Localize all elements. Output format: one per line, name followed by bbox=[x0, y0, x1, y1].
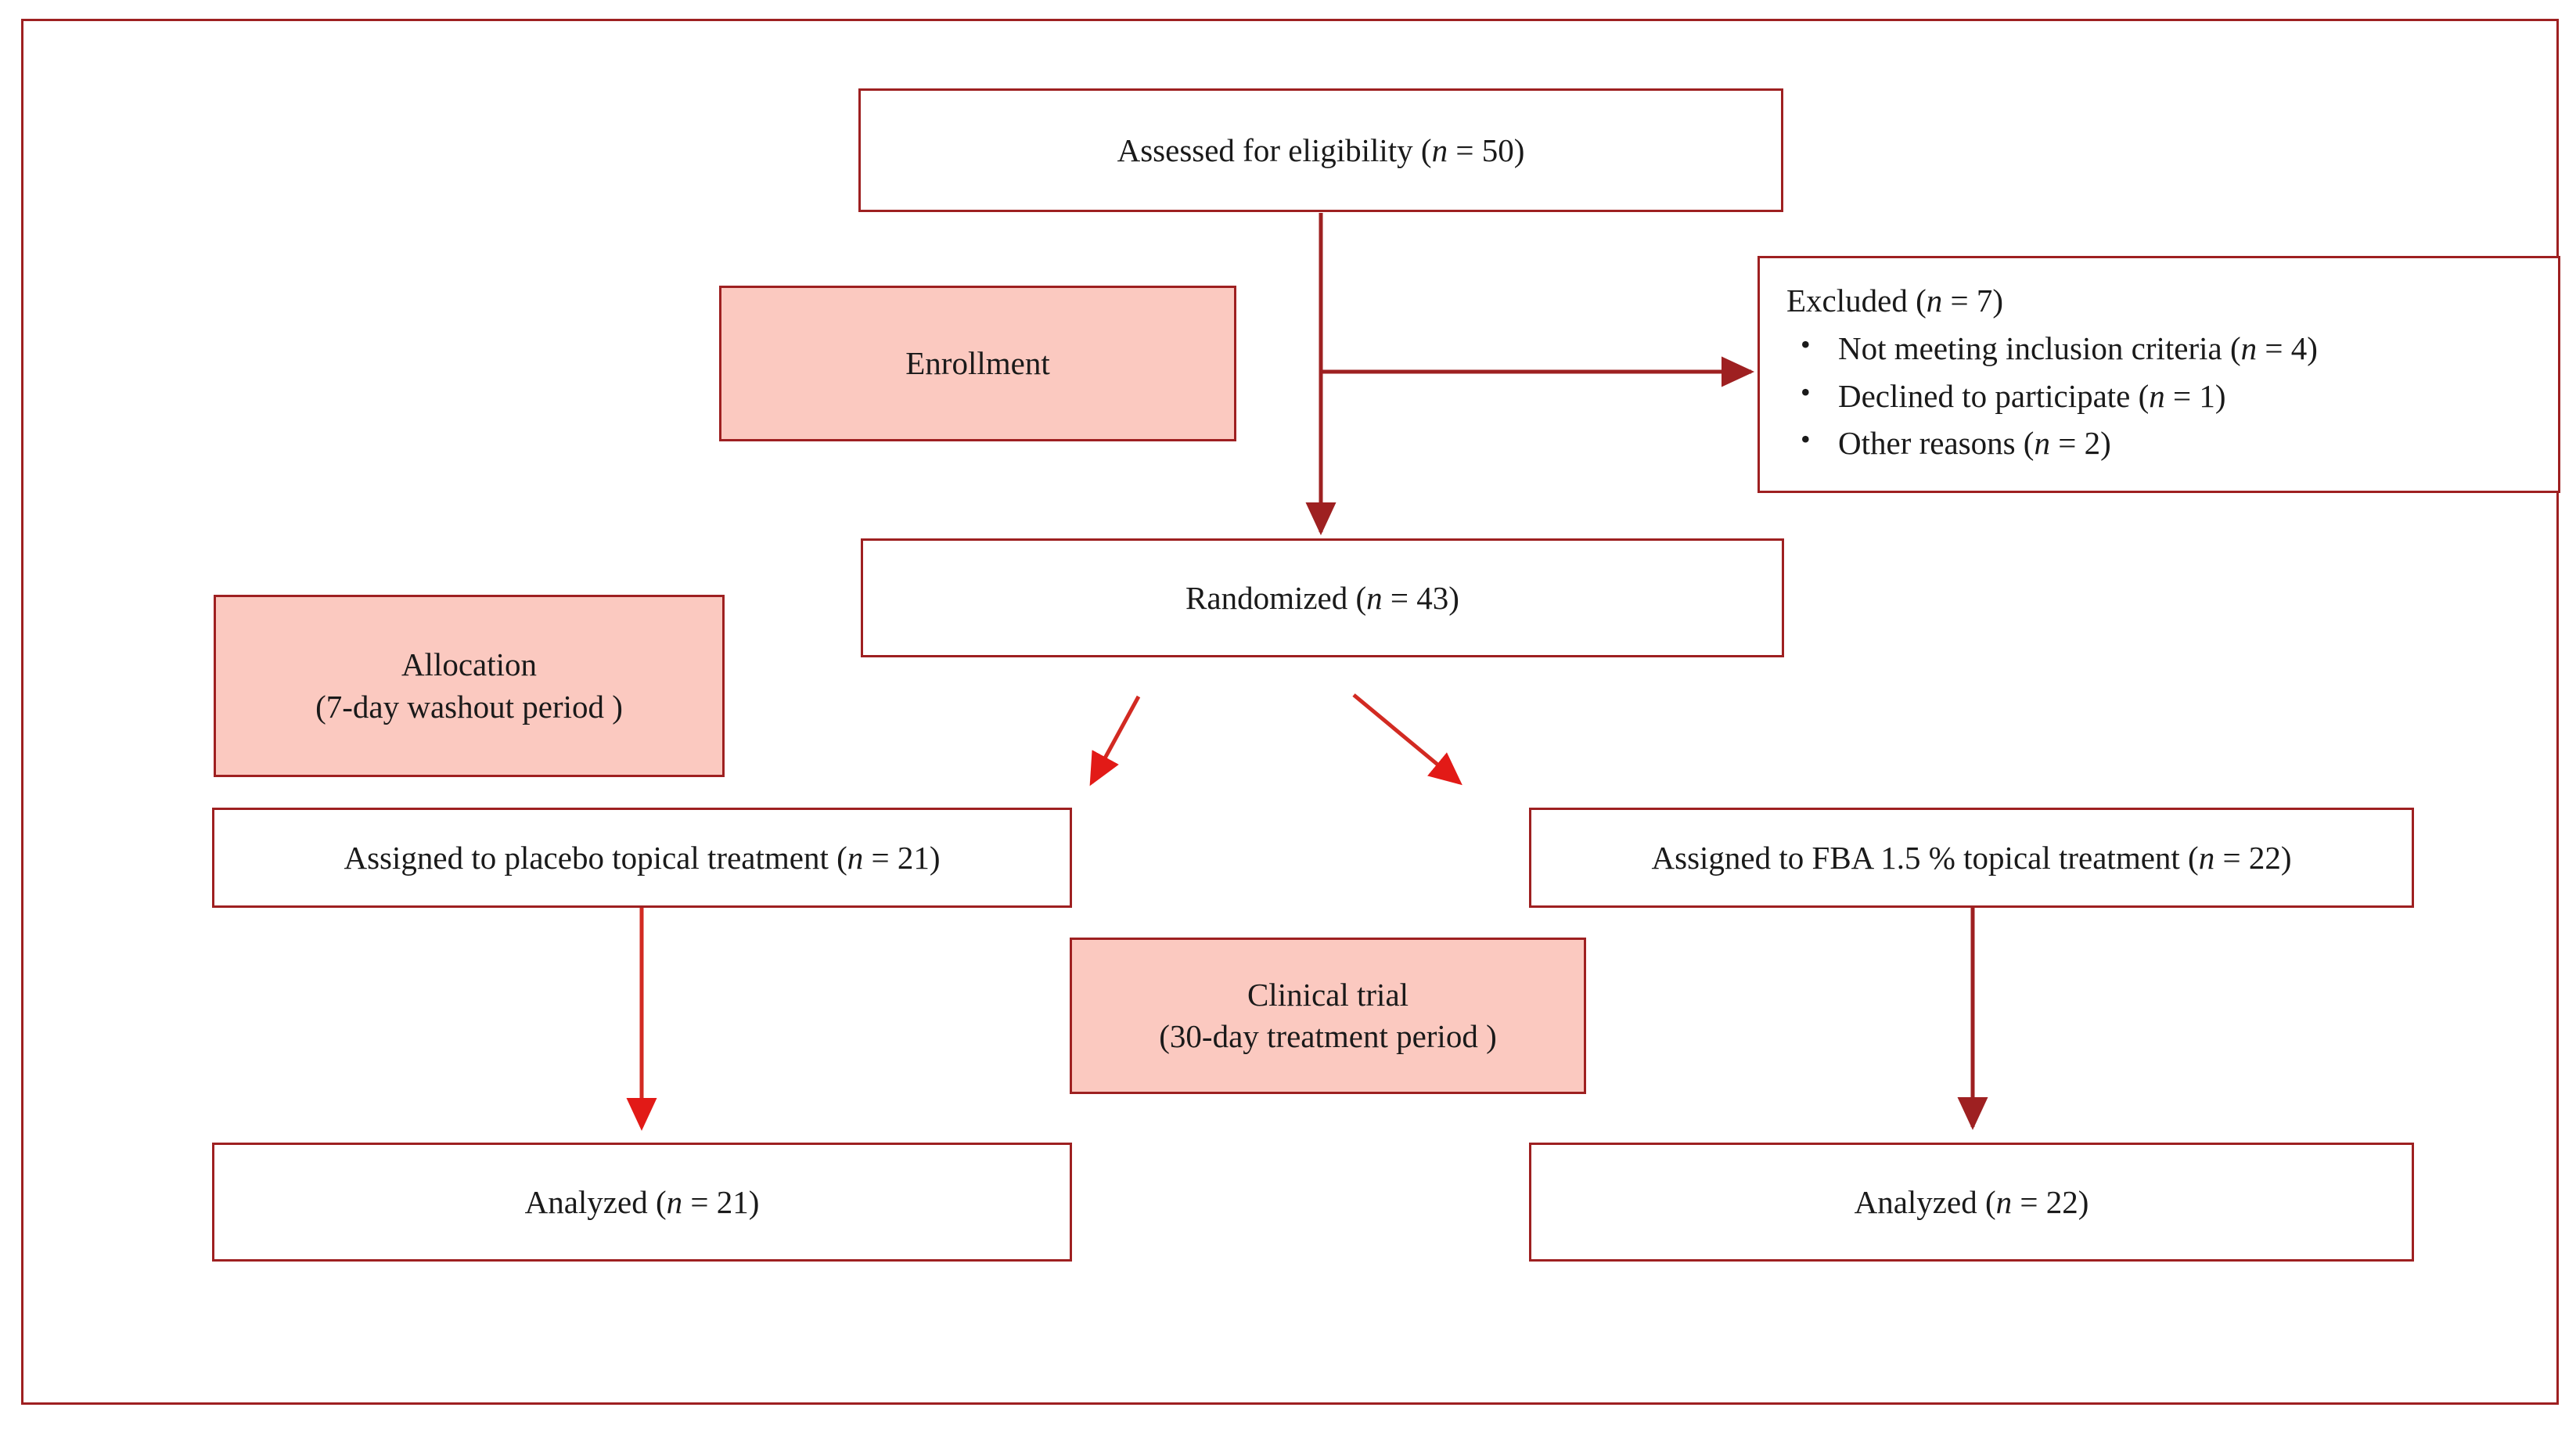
assigned-fba-suffix: = 22) bbox=[2214, 839, 2292, 876]
randomized-label-suffix: = 43) bbox=[1382, 579, 1459, 616]
assigned-placebo-prefix: Assigned to placebo topical treatment ( bbox=[344, 839, 847, 876]
clinical-trial-line2: (30-day treatment period ) bbox=[1159, 1018, 1497, 1054]
excluded-title-suffix: = 7) bbox=[1942, 282, 2004, 319]
list-item: • Not meeting inclusion criteria (n = 4) bbox=[1786, 327, 2531, 370]
analyzed-placebo-prefix: Analyzed ( bbox=[524, 1183, 667, 1220]
analyzed-fba-n: n bbox=[1995, 1183, 2013, 1220]
node-assessed-for-eligibility: Assessed for eligibility (n = 50) bbox=[858, 88, 1783, 212]
node-analyzed-placebo: Analyzed (n = 21) bbox=[212, 1143, 1072, 1262]
excluded-reason-1-suffix: = 1) bbox=[2164, 377, 2226, 414]
excluded-title-n: n bbox=[1926, 282, 1943, 319]
node-analyzed-fba: Analyzed (n = 22) bbox=[1529, 1143, 2414, 1262]
bullet-icon: • bbox=[1801, 423, 1811, 455]
enrollment-label: Enrollment bbox=[905, 345, 1050, 382]
excluded-reason-0-prefix: Not meeting inclusion criteria ( bbox=[1838, 329, 2241, 366]
analyzed-placebo-n: n bbox=[666, 1183, 683, 1220]
stage-label-enrollment: Enrollment bbox=[719, 286, 1236, 441]
assigned-placebo-suffix: = 21) bbox=[863, 839, 941, 876]
excluded-reason-1-n: n bbox=[2149, 377, 2165, 414]
excluded-reason-list: •Not meeting inclusion criteria (n = 4) … bbox=[1786, 327, 2531, 466]
assigned-fba-n: n bbox=[2198, 839, 2215, 876]
excluded-reason-2-prefix: Other reasons ( bbox=[1838, 425, 2035, 462]
assigned-fba-prefix: Assigned to FBA 1.5 % topical treatment … bbox=[1651, 839, 2199, 876]
node-assigned-fba: Assigned to FBA 1.5 % topical treatment … bbox=[1529, 808, 2414, 908]
assessed-label-suffix: = 50) bbox=[1448, 131, 1525, 168]
stage-label-allocation: Allocation (7-day washout period ) bbox=[214, 595, 725, 777]
analyzed-fba-suffix: = 22) bbox=[2012, 1183, 2089, 1220]
excluded-reason-0-suffix: = 4) bbox=[2257, 329, 2318, 366]
excluded-reason-2-n: n bbox=[2034, 425, 2050, 462]
allocation-line1: Allocation bbox=[401, 646, 538, 683]
assessed-label-prefix: Assessed for eligibility ( bbox=[1117, 131, 1432, 168]
node-excluded: Excluded (n = 7) •Not meeting inclusion … bbox=[1758, 256, 2560, 493]
excluded-reason-0-n: n bbox=[2240, 329, 2258, 366]
bullet-icon: • bbox=[1801, 376, 1811, 408]
node-randomized: Randomized (n = 43) bbox=[861, 538, 1784, 657]
randomized-n-symbol: n bbox=[1366, 579, 1383, 616]
node-assigned-placebo: Assigned to placebo topical treatment (n… bbox=[212, 808, 1072, 908]
excluded-title: Excluded (n = 7) bbox=[1786, 279, 2531, 322]
stage-label-clinical-trial: Clinical trial (30-day treatment period … bbox=[1070, 938, 1586, 1094]
analyzed-fba-prefix: Analyzed ( bbox=[1854, 1183, 1996, 1220]
randomized-label-prefix: Randomized ( bbox=[1185, 579, 1367, 616]
analyzed-placebo-suffix: = 21) bbox=[682, 1183, 760, 1220]
excluded-title-prefix: Excluded ( bbox=[1786, 282, 1927, 319]
excluded-reason-2-suffix: = 2) bbox=[2049, 425, 2111, 462]
bullet-icon: • bbox=[1801, 328, 1811, 360]
allocation-line2: (7-day washout period ) bbox=[315, 688, 623, 725]
list-item: • Declined to participate (n = 1) bbox=[1786, 375, 2531, 418]
assessed-n-symbol: n bbox=[1431, 131, 1448, 168]
list-item: • Other reasons (n = 2) bbox=[1786, 422, 2531, 465]
excluded-reason-1-prefix: Declined to participate ( bbox=[1838, 377, 2150, 414]
clinical-trial-line1: Clinical trial bbox=[1247, 976, 1409, 1013]
assigned-placebo-n: n bbox=[847, 839, 864, 876]
